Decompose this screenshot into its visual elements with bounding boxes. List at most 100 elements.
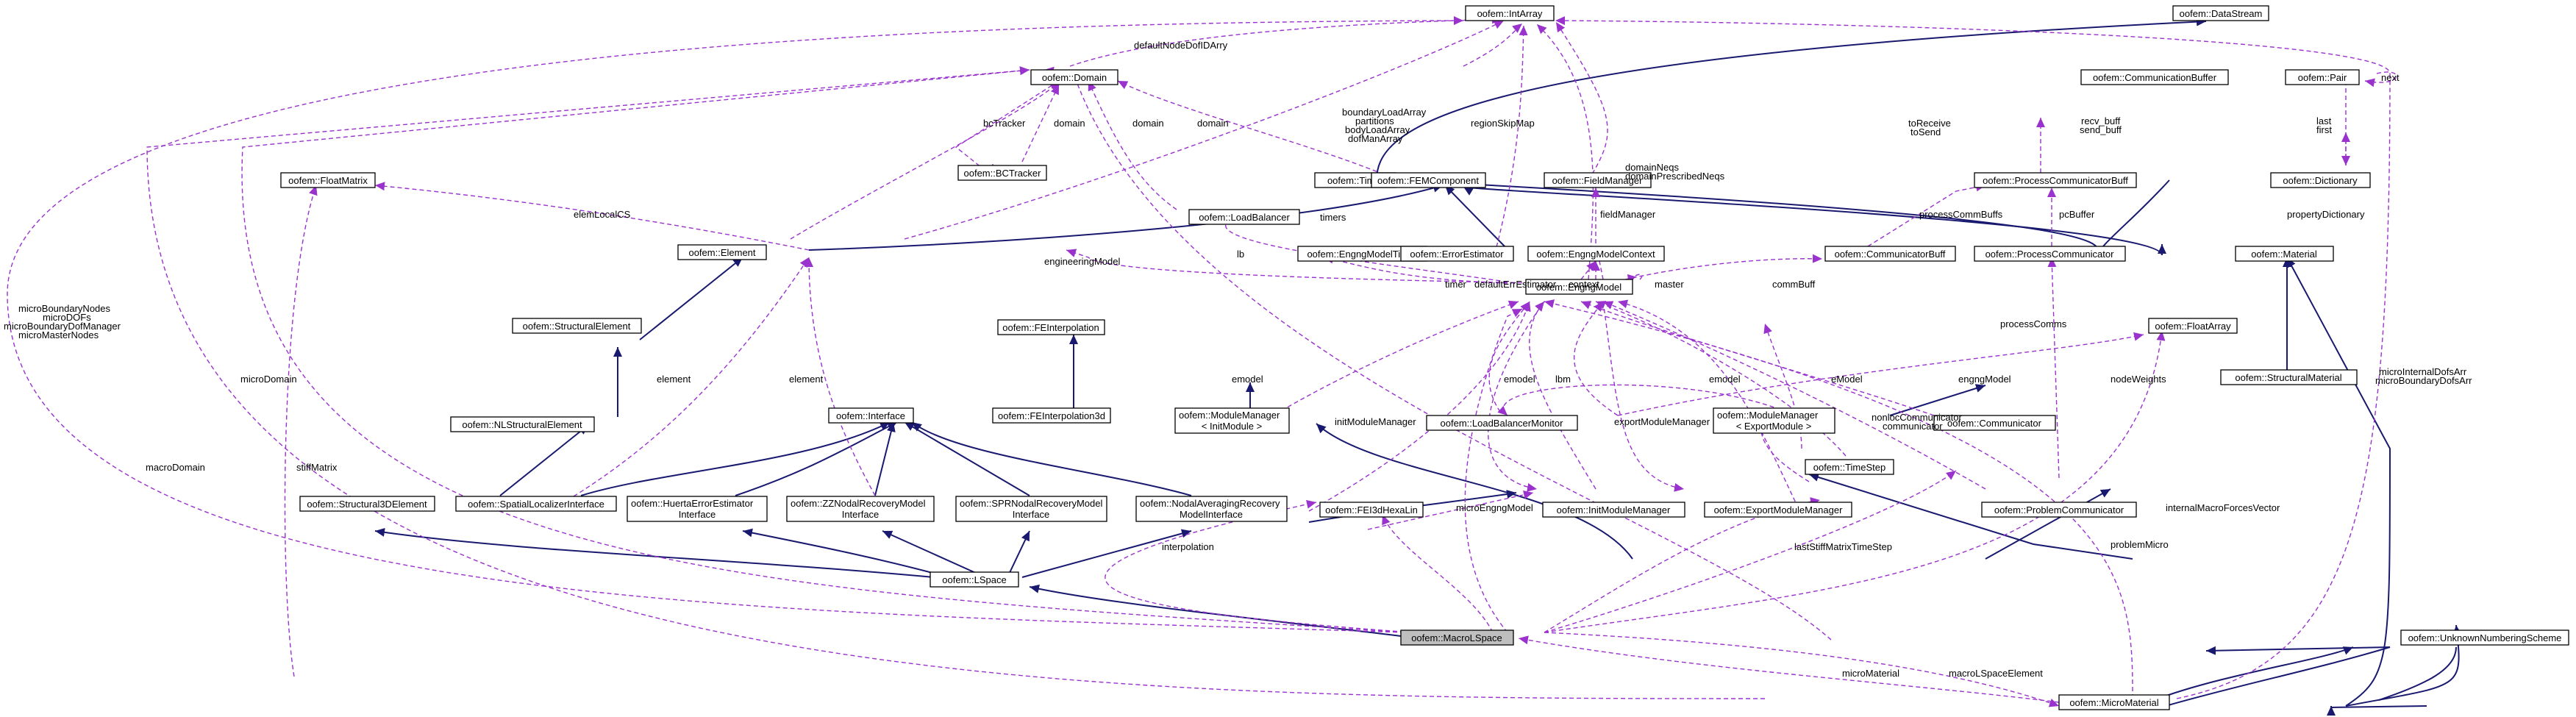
node-problemcommunicator-box — [1981, 502, 2137, 518]
node-communicationbuffer[interactable]: oofem::CommunicationBuffer — [2080, 69, 2229, 85]
node-loadbalancer-label: oofem::LoadBalancer — [1199, 212, 1290, 223]
node-unknownnumbering-box — [2400, 629, 2569, 646]
label-engngmodel: engngModel — [1958, 374, 2011, 385]
node-loadbalancer[interactable]: oofem::LoadBalancer — [1188, 209, 1300, 225]
node-domain-box — [1030, 69, 1118, 85]
node-element[interactable]: oofem::Element — [677, 244, 767, 260]
edge-labels: defaultNodeDofIDArry next boundaryLoadAr… — [4, 40, 2472, 679]
node-element-box — [677, 244, 767, 260]
node-zznodal[interactable]: oofem::ZZNodalRecoveryModel Interface — [786, 496, 935, 522]
label-next: next — [2381, 72, 2400, 83]
node-lspace-label: oofem::LSpace — [942, 574, 1006, 585]
label-microinternaldofsarr: microInternalDofsArr — [2379, 366, 2467, 377]
label-bodyloadarray: bodyLoadArray — [1345, 124, 1410, 135]
label-fieldmanager: fieldManager — [1600, 209, 1656, 220]
node-exportmodulemanager[interactable]: oofem::ExportModuleManager — [1704, 502, 1852, 518]
node-lspace-box — [930, 571, 1019, 588]
node-communicator[interactable]: oofem::Communicator — [1933, 415, 2056, 431]
node-structuralmaterial-label: oofem::StructuralMaterial — [2235, 372, 2341, 383]
node-feinterpolation-box — [997, 319, 1105, 335]
label-tosend: toSend — [1910, 126, 1941, 138]
node-domain[interactable]: oofem::Domain — [1030, 69, 1118, 85]
node-macrolspace-box — [1400, 629, 1514, 646]
node-modulemanager-export[interactable]: oofem::ModuleManager < ExportModule > — [1713, 407, 1835, 434]
node-floatarray-label: oofem::FloatArray — [2155, 321, 2231, 332]
node-fei3dhexalin[interactable]: oofem::FEI3dHexaLin — [1319, 502, 1424, 518]
node-fieldmanager[interactable]: oofem::FieldManager — [1544, 172, 1652, 188]
node-pair-label: oofem::Pair — [2298, 72, 2347, 83]
node-sprnodal[interactable]: oofem::SPRNodalRecoveryModel Interface — [955, 496, 1107, 522]
node-modulemanager-export-label-1: oofem::ModuleManager — [1717, 410, 1819, 421]
label-microengngmodel: microEngngModel — [1456, 502, 1533, 513]
node-nodalavg[interactable]: oofem::NodalAveragingRecovery ModelInter… — [1135, 496, 1288, 522]
node-feinterpolation3d[interactable]: oofem::FEInterpolation3d — [992, 407, 1111, 424]
node-macrolspace[interactable]: oofem::MacroLSpace — [1400, 629, 1514, 646]
label-stiffmatrix: stiffMatrix — [296, 462, 338, 473]
node-material[interactable]: oofem::Material — [2235, 246, 2334, 262]
node-huerta-box — [627, 496, 768, 522]
node-floatmatrix[interactable]: oofem::FloatMatrix — [280, 172, 376, 188]
node-lspace[interactable]: oofem::LSpace — [930, 571, 1019, 588]
label-timers: timers — [1320, 212, 1346, 223]
node-engngmodel-label: oofem::EngngModel — [1536, 282, 1621, 293]
node-fei3dhexalin-box — [1319, 502, 1424, 518]
inheritance-edges — [374, 17, 2462, 716]
node-timestep[interactable]: oofem::TimeStep — [1805, 459, 1894, 475]
node-bctracker-box — [957, 165, 1047, 181]
node-timestep-label: oofem::TimeStep — [1813, 462, 1886, 473]
label-defaulterrestimator: defaultErrEstimator — [1474, 279, 1557, 290]
node-processcommunicator[interactable]: oofem::ProcessCommunicator — [1974, 246, 2126, 262]
node-interface[interactable]: oofem::Interface — [828, 407, 914, 424]
node-structuralmaterial-box — [2220, 369, 2358, 385]
node-datastream[interactable]: oofem::DataStream — [2172, 5, 2269, 21]
node-initmodulemanager-label: oofem::InitModuleManager — [1557, 504, 1671, 516]
node-engngmodelcontext[interactable]: oofem::EngngModelContext — [1527, 246, 1665, 262]
node-huerta[interactable]: oofem::HuertaErrorEstimator Interface — [627, 496, 768, 522]
node-errorestimator-box — [1400, 246, 1514, 262]
node-loadbalancer-box — [1188, 209, 1300, 225]
node-floatarray[interactable]: oofem::FloatArray — [2148, 318, 2238, 334]
node-engngmodel[interactable]: oofem::EngngModel — [1525, 279, 1633, 295]
node-unknownnumbering[interactable]: oofem::UnknownNumberingScheme — [2400, 629, 2569, 646]
node-processcommunicatorbuff-box — [1974, 172, 2137, 188]
node-initmodulemanager[interactable]: oofem::InitModuleManager — [1542, 502, 1685, 518]
node-exportmodulemanager-label: oofem::ExportModuleManager — [1714, 504, 1844, 516]
node-processcommunicatorbuff[interactable]: oofem::ProcessCommunicatorBuff — [1974, 172, 2137, 188]
node-intarray[interactable]: oofem::IntArray — [1465, 5, 1555, 21]
node-nlstructuralelement-box — [450, 416, 595, 432]
node-interface-label: oofem::Interface — [836, 410, 905, 421]
node-dictionary[interactable]: oofem::Dictionary — [2270, 172, 2371, 188]
node-communicatorbuff[interactable]: oofem::CommunicatorBuff — [1824, 246, 1956, 262]
label-domain-1: domain — [1054, 118, 1085, 129]
node-errorestimator[interactable]: oofem::ErrorEstimator — [1400, 246, 1514, 262]
node-structuralelement[interactable]: oofem::StructuralElement — [512, 318, 642, 334]
node-problemcommunicator[interactable]: oofem::ProblemCommunicator — [1981, 502, 2137, 518]
node-zznodal-label-1: oofem::ZZNodalRecoveryModel — [791, 498, 926, 509]
node-spatiallocalizer[interactable]: oofem::SpatialLocalizerInterface — [455, 496, 617, 512]
label-emodel-upper: eModel — [1831, 374, 1863, 385]
node-structural3delement[interactable]: oofem::Structural3DElement — [299, 496, 435, 512]
node-structuralelement-label: oofem::StructuralElement — [523, 321, 631, 332]
node-communicatorbuff-box — [1824, 246, 1956, 262]
node-modulemanager-init-box — [1174, 407, 1290, 434]
node-engngmodeltimer-label: oofem::EngngModelTimer — [1307, 249, 1417, 260]
node-nlstructuralelement[interactable]: oofem::NLStructuralElement — [450, 416, 595, 432]
node-material-box — [2235, 246, 2334, 262]
node-pair[interactable]: oofem::Pair — [2285, 69, 2360, 85]
node-nodalavg-label-2: ModelInterface — [1180, 509, 1243, 520]
node-datastream-box — [2172, 5, 2269, 21]
node-zznodal-box — [786, 496, 935, 522]
node-loadbalancermonitor[interactable]: oofem::LoadBalancerMonitor — [1426, 415, 1578, 431]
node-feinterpolation[interactable]: oofem::FEInterpolation — [997, 319, 1105, 335]
label-context: context — [1569, 279, 1599, 290]
node-communicator-label: oofem::Communicator — [1947, 418, 2042, 429]
node-structuralelement-box — [512, 318, 642, 334]
node-processcommunicatorbuff-label: oofem::ProcessCommunicatorBuff — [1983, 175, 2128, 186]
node-structuralmaterial[interactable]: oofem::StructuralMaterial — [2220, 369, 2358, 385]
node-micromaterial[interactable]: oofem::MicroMaterial — [2058, 694, 2170, 710]
label-microdomain: microDomain — [240, 374, 297, 385]
node-bctracker[interactable]: oofem::BCTracker — [957, 165, 1047, 181]
node-femcomponent[interactable]: oofem::FEMComponent — [1371, 172, 1486, 188]
node-engngmodelcontext-box — [1527, 246, 1665, 262]
node-modulemanager-init[interactable]: oofem::ModuleManager < InitModule > — [1174, 407, 1290, 434]
